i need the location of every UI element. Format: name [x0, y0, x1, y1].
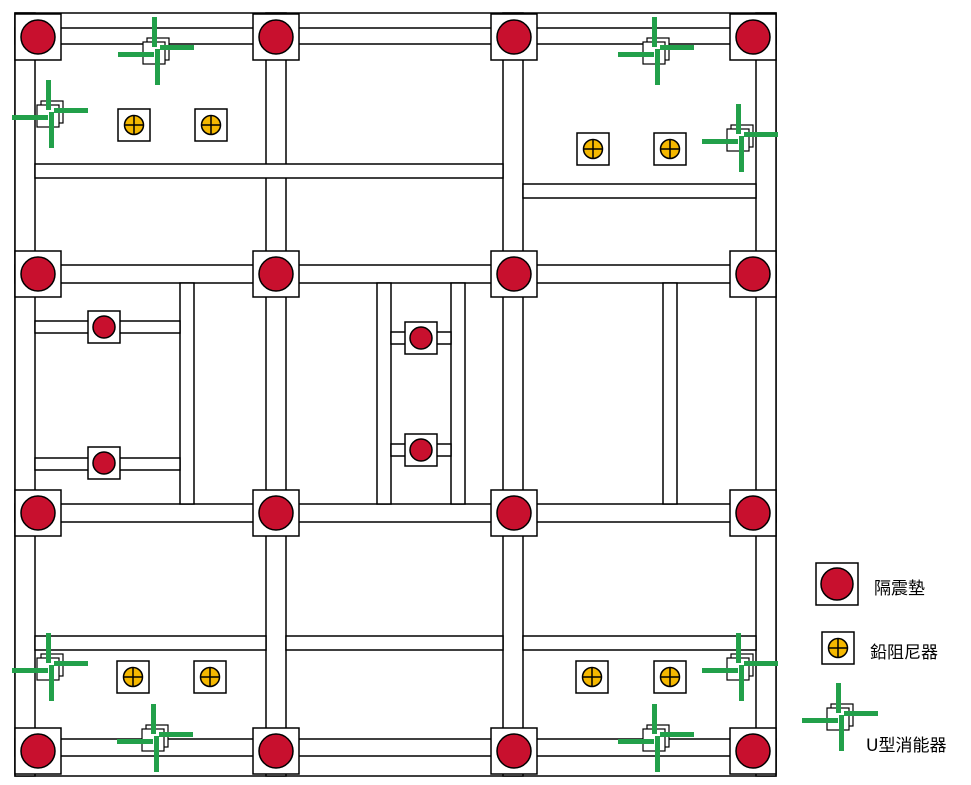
lead-damper-icon	[193, 660, 227, 694]
isolator-icon	[729, 489, 777, 537]
isolator-icon	[404, 433, 438, 467]
legend-lead-damper-label: 鉛阻尼器	[870, 643, 938, 663]
lead-damper-icon	[117, 108, 151, 142]
lead-damper-icon	[194, 108, 228, 142]
legend-u-damper-label: U型消能器	[866, 736, 947, 756]
isolator-icon	[490, 727, 538, 775]
isolator-icon	[252, 489, 300, 537]
beam-v-2	[265, 12, 287, 777]
isolator-icon	[87, 446, 121, 480]
lead-damper-icon	[575, 660, 609, 694]
isolator-icon	[14, 250, 62, 298]
isolator-icon	[404, 321, 438, 355]
isolator-icon	[252, 727, 300, 775]
isolator-icon	[490, 489, 538, 537]
lead-damper-icon	[653, 132, 687, 166]
lead-damper-icon	[653, 660, 687, 694]
beam-v-left	[14, 12, 36, 777]
beam-v-right	[755, 12, 777, 777]
isolator-icon	[252, 13, 300, 61]
isolator-icon	[729, 250, 777, 298]
isolator-icon	[14, 727, 62, 775]
beam-h-upper	[14, 264, 777, 284]
legend-symbols	[801, 562, 879, 752]
lead-damper-icon	[576, 132, 610, 166]
isolator-icon	[490, 250, 538, 298]
beam-v-3	[502, 12, 524, 777]
beam-h-lower	[14, 503, 777, 523]
isolator-icon	[729, 727, 777, 775]
lead-damper-icon	[116, 660, 150, 694]
isolator-icon	[490, 13, 538, 61]
legend-isolator-label: 隔震墊	[874, 579, 925, 599]
secondary-beams	[34, 163, 757, 651]
isolator-icon	[14, 489, 62, 537]
isolator-icon	[729, 13, 777, 61]
legend-lead-damper-icon	[821, 631, 855, 665]
isolator-icon	[87, 310, 121, 344]
isolator-icon	[252, 250, 300, 298]
isolator-icon	[14, 13, 62, 61]
